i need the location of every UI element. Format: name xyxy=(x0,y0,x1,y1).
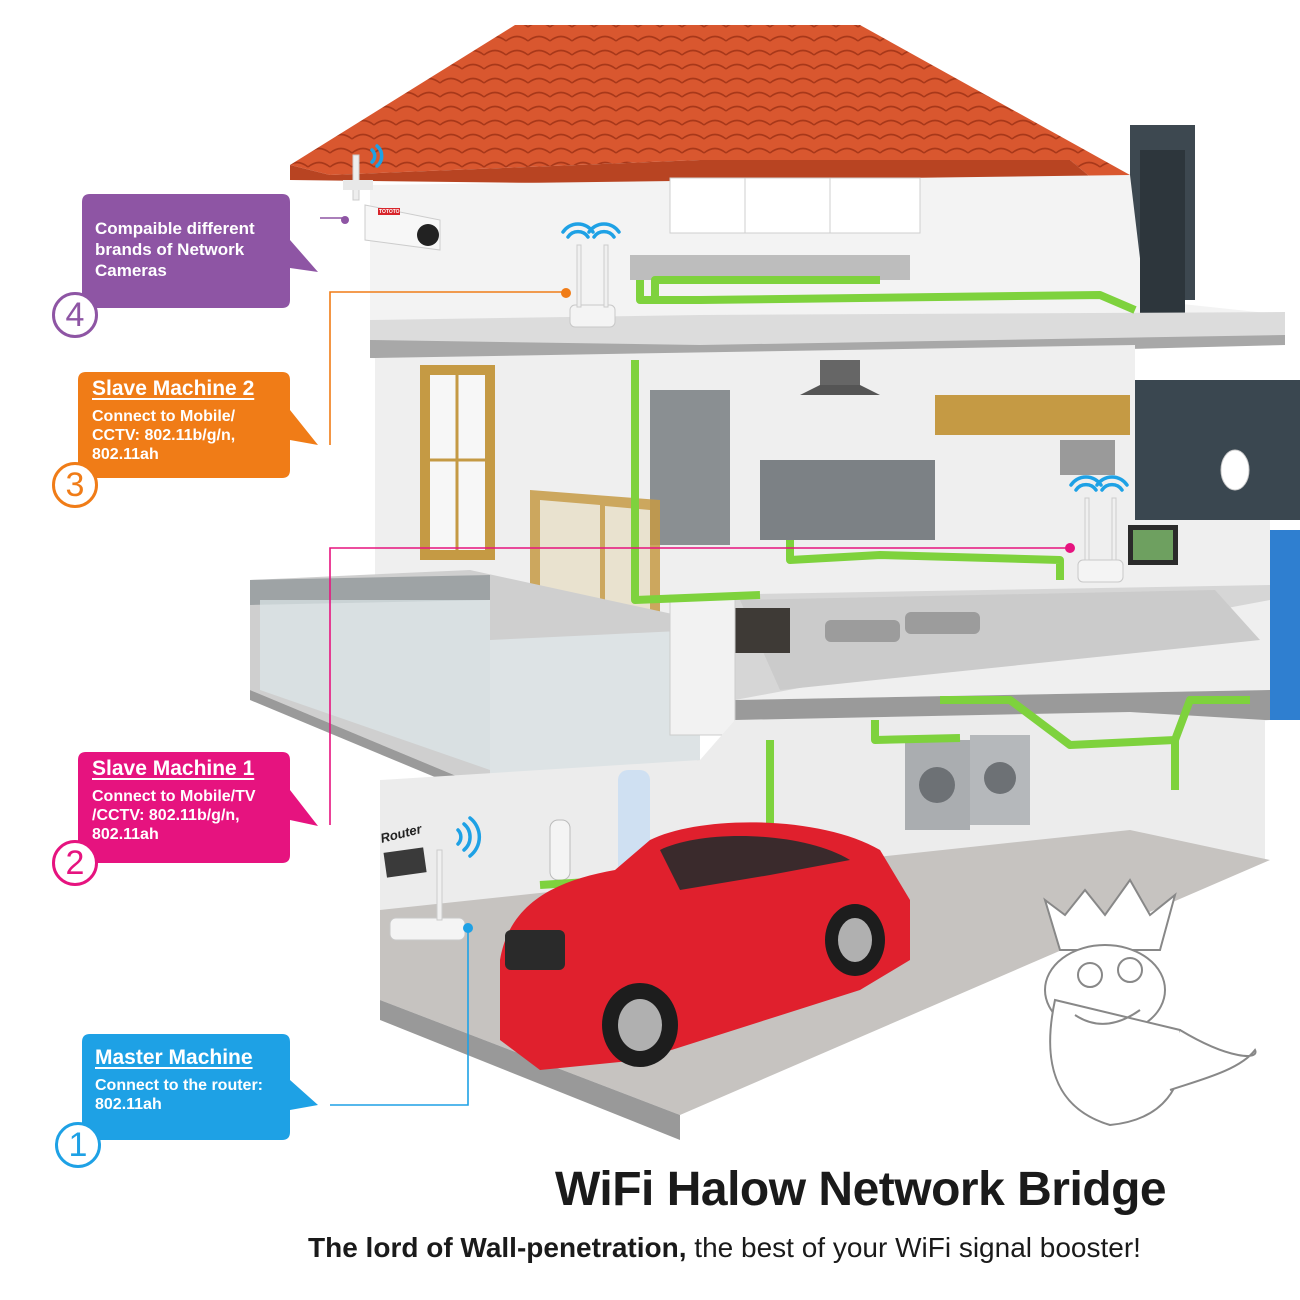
callout-master-machine: Master Machine Connect to the router: 80… xyxy=(95,1046,291,1114)
car-windshield xyxy=(660,836,850,890)
callout-slave-machine-2: Slave Machine 2 Connect to Mobile/ CCTV:… xyxy=(92,377,288,464)
tagline: The lord of Wall-penetration, the best o… xyxy=(308,1232,1298,1264)
router-device xyxy=(383,847,466,941)
ottoman xyxy=(825,620,900,642)
callout-slave-machine-1-title: Slave Machine 1 xyxy=(92,757,255,780)
roof xyxy=(290,25,1130,190)
callout-master-machine-title: Master Machine xyxy=(95,1046,253,1069)
toilet xyxy=(1220,449,1250,491)
mascot-illustration xyxy=(1043,878,1257,1127)
callout-connectors xyxy=(320,216,1075,1106)
callout-number-2: 2 xyxy=(52,840,98,886)
callout-slave-machine-2-text: Connect to Mobile/ CCTV: 802.11b/g/n, 80… xyxy=(92,408,236,463)
callout-number-4: 4 xyxy=(52,292,98,338)
callout-slave-machine-1-text: Connect to Mobile/TV /CCTV: 802.11b/g/n,… xyxy=(92,788,256,843)
callout-cameras: Compaible different brands of Network Ca… xyxy=(95,218,290,281)
refrigerator xyxy=(650,390,730,545)
tagline-bold: The lord of Wall-penetration, xyxy=(308,1232,687,1263)
microwave xyxy=(1060,440,1115,475)
pool xyxy=(1270,530,1300,720)
ottoman xyxy=(905,612,980,634)
slave-machine-2-device xyxy=(569,244,616,328)
kitchen-counter xyxy=(760,460,935,540)
tagline-rest: the best of your WiFi signal booster! xyxy=(686,1232,1141,1263)
callout-number-1: 1 xyxy=(55,1122,101,1168)
camera-brand-label: TOTOTO xyxy=(379,209,400,215)
armchair xyxy=(735,608,790,653)
kitchen-cabinets xyxy=(935,395,1130,435)
callout-shape-3 xyxy=(78,372,318,478)
balcony xyxy=(250,570,736,800)
car-grille xyxy=(505,930,565,970)
callout-master-machine-text: Connect to the router: 802.11ah xyxy=(95,1077,263,1113)
main-title: WiFi Halow Network Bridge xyxy=(555,1163,1167,1216)
red-sedan xyxy=(500,822,910,1070)
bathroom-counter xyxy=(630,255,910,280)
callout-slave-machine-1: Slave Machine 1 Connect to Mobile/TV /CC… xyxy=(92,757,288,844)
callout-shape-2 xyxy=(78,752,318,863)
callout-slave-machine-2-title: Slave Machine 2 xyxy=(92,377,255,400)
slave-machine-1-device xyxy=(1077,497,1124,583)
callout-number-3: 3 xyxy=(52,462,98,508)
callout-shape-1 xyxy=(82,1034,318,1140)
callout-shape-4 xyxy=(82,194,318,308)
callout-cameras-text: Compaible different brands of Network Ca… xyxy=(95,219,255,280)
ip-camera xyxy=(343,154,441,251)
wifi-signal-icon xyxy=(370,144,1129,858)
